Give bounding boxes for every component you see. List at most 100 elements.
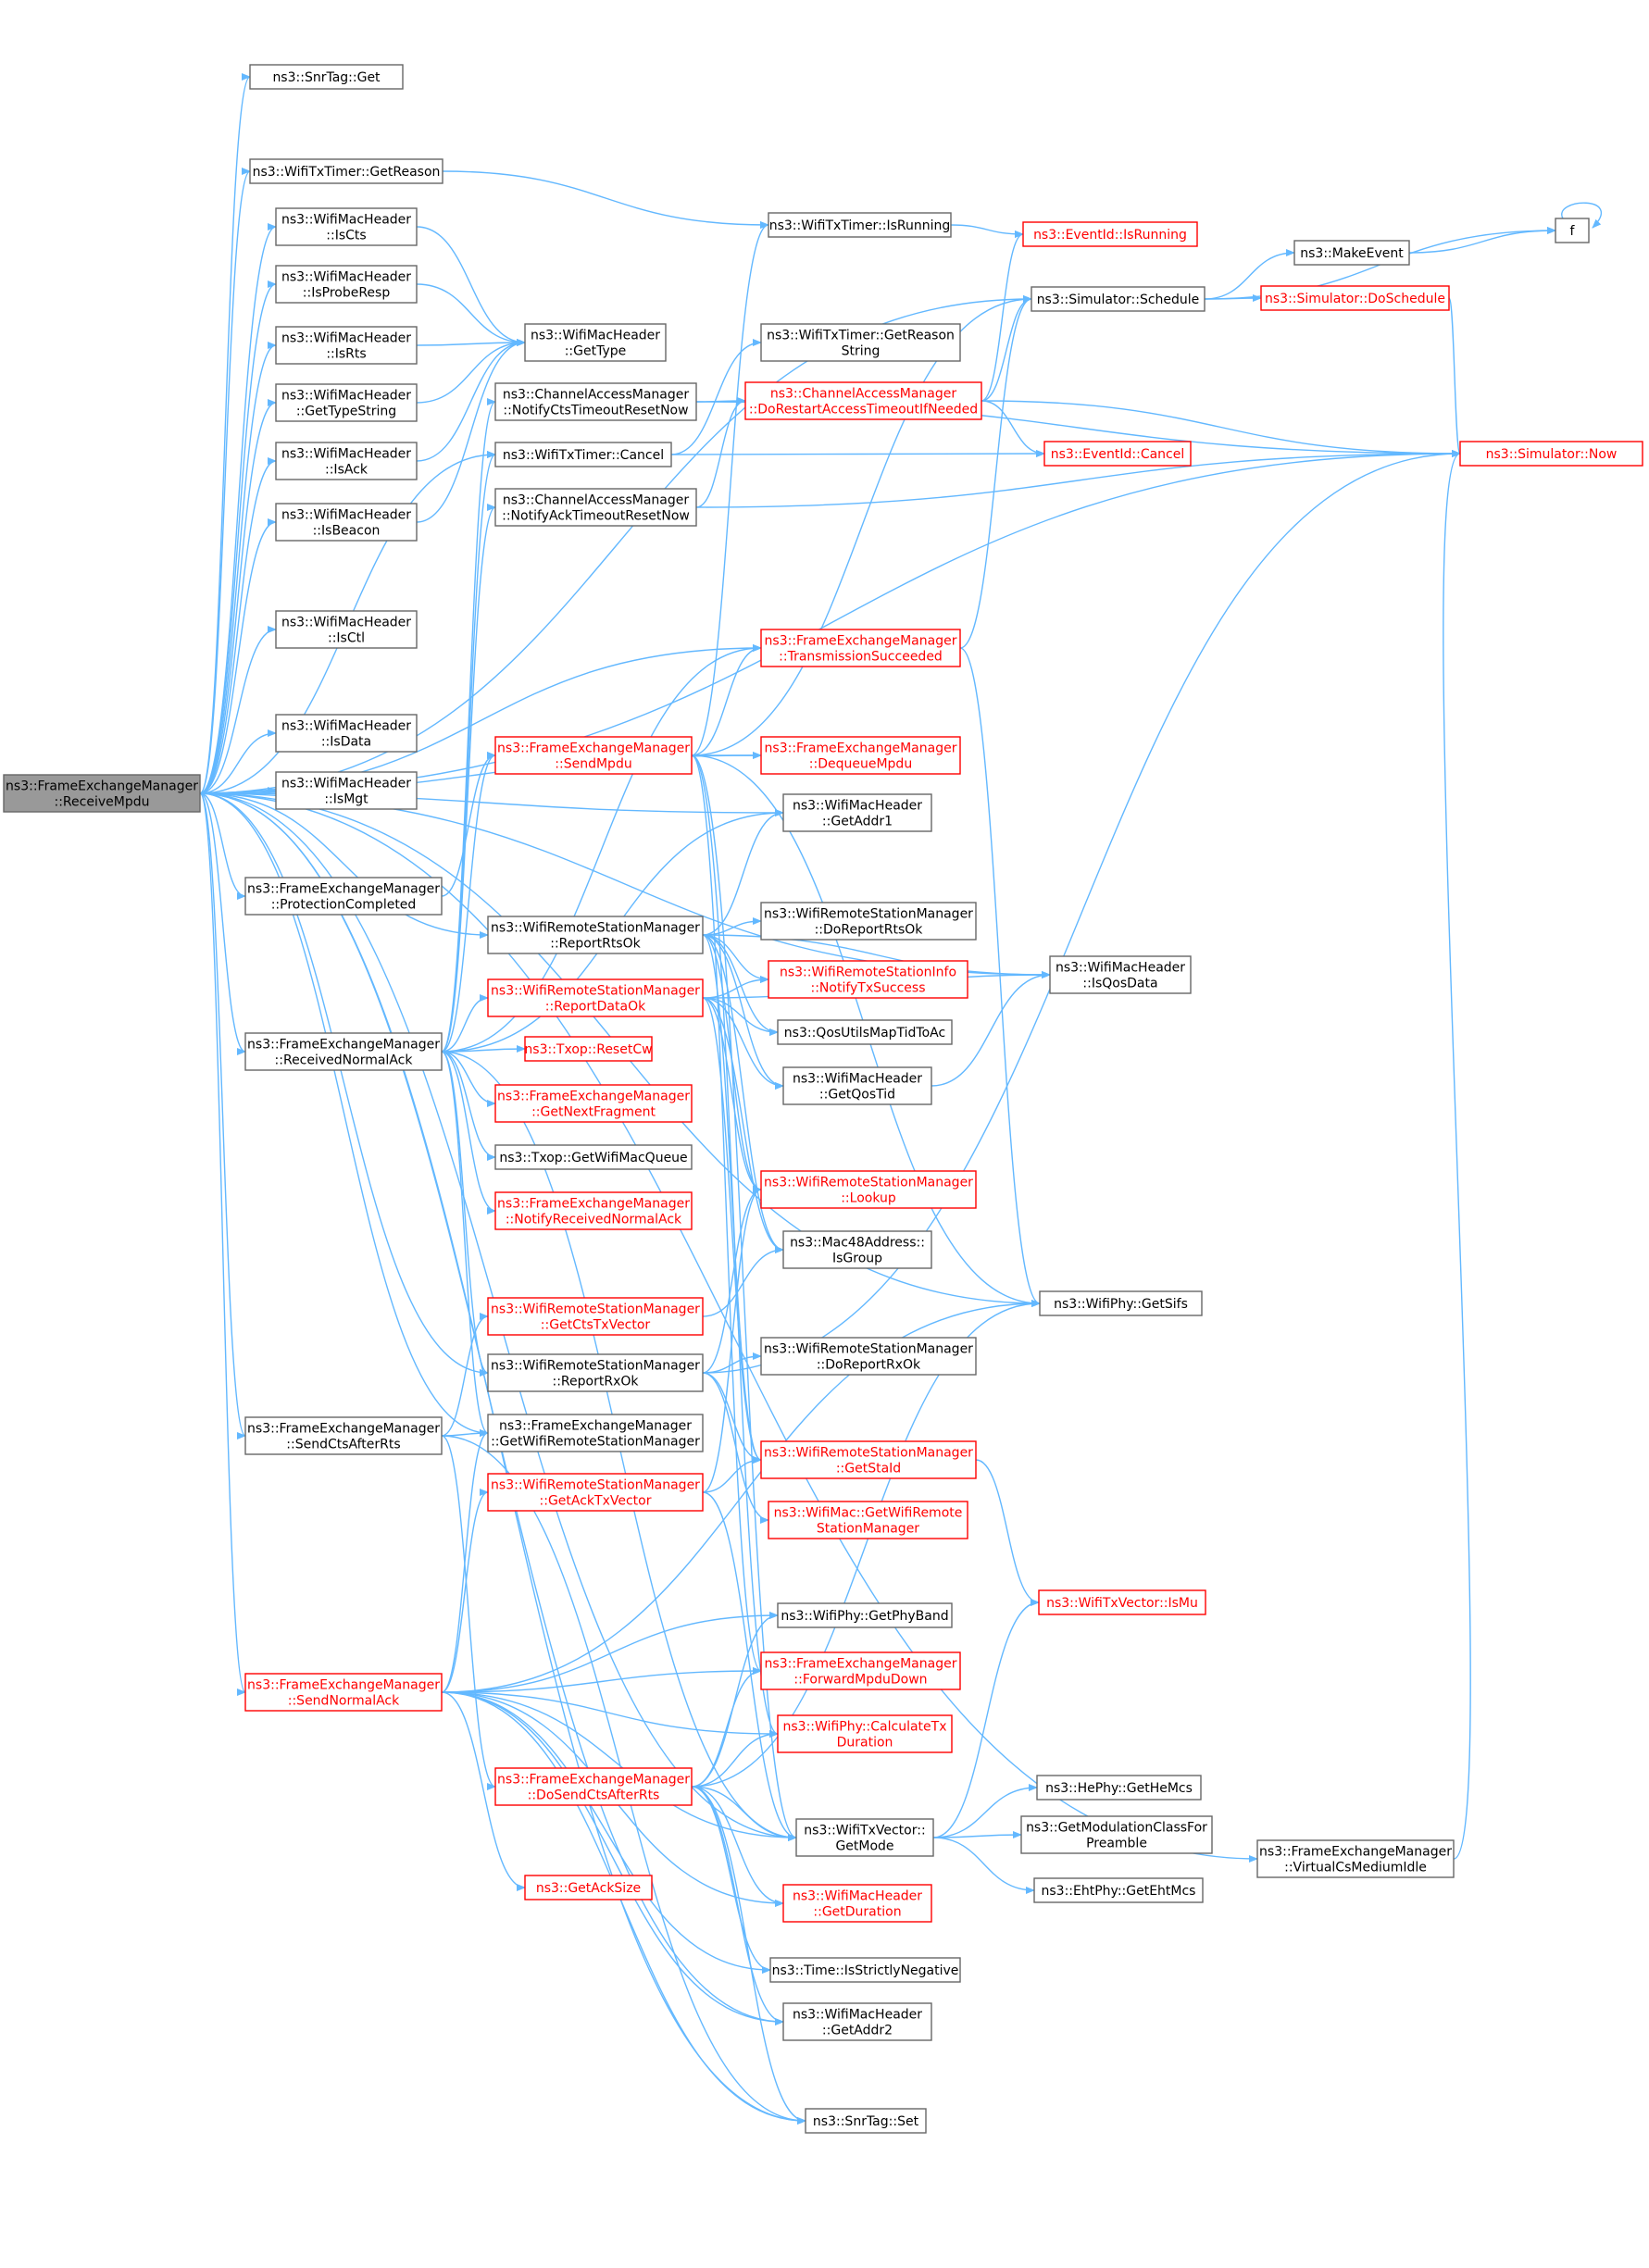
node-getTypeString[interactable]: ns3::WifiMacHeader::GetTypeString: [275, 383, 418, 422]
node-fwdMpduDown[interactable]: ns3::FrameExchangeManager::ForwardMpduDo…: [760, 1651, 961, 1690]
node-isCts[interactable]: ns3::WifiMacHeader::IsCts: [275, 207, 418, 246]
node-protCompleted[interactable]: ns3::FrameExchangeManager::ProtectionCom…: [244, 877, 443, 916]
edge-doSendCts-to-isStrictlyNeg: [691, 1786, 771, 1974]
node-root[interactable]: ns3::FrameExchangeManager::ReceiveMpdu: [3, 774, 201, 813]
node-label: ns3::FrameExchangeManager: [6, 779, 198, 794]
node-txtimer_cancel[interactable]: ns3::WifiTxTimer::Cancel: [494, 442, 672, 467]
node-isCtl[interactable]: ns3::WifiMacHeader::IsCtl: [275, 610, 418, 649]
node-snrtag_get[interactable]: ns3::SnrTag::Get: [249, 64, 404, 90]
node-vcsIdle[interactable]: ns3::FrameExchangeManager::VirtualCsMedi…: [1256, 1839, 1455, 1878]
node-box: [1033, 1877, 1204, 1903]
node-getAckTxVector[interactable]: ns3::WifiRemoteStationManager::GetAckTxV…: [487, 1473, 704, 1512]
node-label: ns3::WifiTxTimer::IsRunning: [769, 218, 951, 233]
node-label: ns3::FrameExchangeManager: [497, 1197, 690, 1212]
node-label: ns3::WifiRemoteStationManager: [491, 984, 700, 999]
node-txtimer_getreason[interactable]: ns3::WifiTxTimer::GetReason: [249, 158, 443, 184]
node-snrtag_set[interactable]: ns3::SnrTag::Set: [805, 2108, 927, 2134]
node-label: ns3::GetAckSize: [536, 1881, 641, 1896]
node-isData[interactable]: ns3::WifiMacHeader::IsData: [275, 714, 418, 753]
node-isQosData[interactable]: ns3::WifiMacHeader::IsQosData: [1049, 955, 1192, 994]
node-evIsRunning[interactable]: ns3::EventId::IsRunning: [1022, 221, 1198, 247]
node-isProbeResp[interactable]: ns3::WifiMacHeader::IsProbeResp: [275, 265, 418, 304]
node-reportDataOk[interactable]: ns3::WifiRemoteStationManager::ReportDat…: [487, 978, 704, 1017]
node-doReportRtsOk[interactable]: ns3::WifiRemoteStationManager::DoReportR…: [760, 902, 977, 941]
node-getHeMcs[interactable]: ns3::HePhy::GetHeMcs: [1036, 1775, 1202, 1801]
node-notifyTxSuccess[interactable]: ns3::WifiRemoteStationInfo::NotifyTxSucc…: [768, 960, 968, 999]
node-getWifiMacQueue[interactable]: ns3::Txop::GetWifiMacQueue: [494, 1144, 693, 1170]
node-notifyAck[interactable]: ns3::ChannelAccessManager::NotifyAckTime…: [494, 488, 697, 527]
node-resetCw[interactable]: ns3::Txop::ResetCw: [524, 1036, 653, 1062]
node-lookup[interactable]: ns3::WifiRemoteStationManager::Lookup: [760, 1170, 977, 1209]
node-label: ns3::WifiMacHeader: [281, 447, 411, 462]
node-label: ns3::WifiMacHeader: [281, 508, 411, 523]
node-notifyRecvNormalAck[interactable]: ns3::FrameExchangeManager::NotifyReceive…: [494, 1191, 693, 1230]
node-simSchedule[interactable]: ns3::Simulator::Schedule: [1031, 286, 1206, 312]
node-box: [487, 1297, 704, 1336]
node-getWrsmMac[interactable]: ns3::WifiMac::GetWifiRemoteStationManage…: [768, 1501, 968, 1539]
node-getCtsTxVector[interactable]: ns3::WifiRemoteStationManager::GetCtsTxV…: [487, 1297, 704, 1336]
edge-root-to-recvNormalAck: [199, 792, 246, 1055]
node-isMgt[interactable]: ns3::WifiMacHeader::IsMgt: [275, 771, 418, 810]
node-getEhtMcs[interactable]: ns3::EhtPhy::GetEhtMcs: [1033, 1877, 1204, 1903]
node-sendCtsAfterRts[interactable]: ns3::FrameExchangeManager::SendCtsAfterR…: [244, 1416, 443, 1455]
node-label: ns3::WifiMacHeader: [793, 1072, 922, 1087]
node-sendMpdu[interactable]: ns3::FrameExchangeManager::SendMpdu: [494, 736, 693, 775]
node-isAck[interactable]: ns3::WifiMacHeader::IsAck: [275, 442, 418, 480]
node-getWrsm[interactable]: ns3::FrameExchangeManager::GetWifiRemote…: [487, 1414, 704, 1452]
node-isRunning[interactable]: ns3::WifiTxTimer::IsRunning: [768, 212, 952, 238]
node-simNow[interactable]: ns3::Simulator::Now: [1459, 441, 1643, 467]
node-label: ns3::WifiMacHeader: [281, 331, 411, 346]
node-f[interactable]: f: [1555, 218, 1590, 243]
node-getType[interactable]: ns3::WifiMacHeader::GetType: [524, 323, 667, 362]
node-getSifs[interactable]: ns3::WifiPhy::GetSifs: [1039, 1290, 1203, 1316]
node-getAddr1[interactable]: ns3::WifiMacHeader::GetAddr1: [782, 793, 932, 832]
node-isStrictlyNeg[interactable]: ns3::Time::IsStrictlyNegative: [769, 1957, 961, 1983]
node-notifyCts[interactable]: ns3::ChannelAccessManager::NotifyCtsTime…: [494, 382, 697, 421]
edge-root-to-sendNormalAck: [199, 792, 246, 1696]
node-doRestart[interactable]: ns3::ChannelAccessManager::DoRestartAcce…: [744, 381, 982, 420]
node-txSucceeded[interactable]: ns3::FrameExchangeManager::TransmissionS…: [760, 629, 961, 667]
node-qosMapTid[interactable]: ns3::QosUtilsMapTidToAc: [777, 1019, 953, 1045]
node-label: ns3::WifiPhy::GetSifs: [1054, 1297, 1188, 1312]
node-makeEvent[interactable]: ns3::MakeEvent: [1293, 240, 1410, 266]
node-box: [275, 265, 418, 304]
node-reportRtsOk[interactable]: ns3::WifiRemoteStationManager::ReportRts…: [487, 916, 704, 954]
node-isGroup[interactable]: ns3::Mac48Address::IsGroup: [782, 1230, 932, 1269]
node-isMu[interactable]: ns3::WifiTxVector::IsMu: [1038, 1589, 1206, 1615]
edge-getAckTxVector-to-getStaId: [702, 1456, 762, 1493]
node-label: ns3::WifiMacHeader: [281, 270, 411, 285]
node-getNextFragment[interactable]: ns3::FrameExchangeManager::GetNextFragme…: [494, 1084, 693, 1123]
node-getQosTid[interactable]: ns3::WifiMacHeader::GetQosTid: [782, 1066, 932, 1105]
node-label: ns3::FrameExchangeManager: [497, 1773, 690, 1788]
node-label: ns3::WifiPhy::GetPhyBand: [781, 1609, 948, 1624]
node-label: ::NotifyAckTimeoutResetNow: [502, 509, 690, 524]
node-getAddr2[interactable]: ns3::WifiMacHeader::GetAddr2: [782, 2002, 932, 2041]
node-getAckSize[interactable]: ns3::GetAckSize: [524, 1875, 653, 1900]
node-reportRxOk[interactable]: ns3::WifiRemoteStationManager::ReportRxO…: [487, 1353, 704, 1392]
node-box: [1459, 441, 1643, 467]
node-getStaId[interactable]: ns3::WifiRemoteStationManager::GetStaId: [760, 1440, 977, 1479]
node-dequeueMpdu[interactable]: ns3::FrameExchangeManager::DequeueMpdu: [760, 736, 961, 775]
node-doSendCts[interactable]: ns3::FrameExchangeManager::DoSendCtsAfte…: [494, 1767, 693, 1806]
edge-isRts-to-getType: [416, 339, 526, 347]
node-label: ::ReportRtsOk: [550, 937, 641, 952]
node-evCancel[interactable]: ns3::EventId::Cancel: [1043, 441, 1192, 467]
node-isBeacon[interactable]: ns3::WifiMacHeader::IsBeacon: [275, 503, 418, 542]
node-box: [777, 1019, 953, 1045]
node-label: GetMode: [835, 1839, 893, 1854]
node-getDuration[interactable]: ns3::WifiMacHeader::GetDuration: [782, 1884, 932, 1923]
node-getPhyBand[interactable]: ns3::WifiPhy::GetPhyBand: [777, 1602, 953, 1628]
node-recvNormalAck[interactable]: ns3::FrameExchangeManager::ReceivedNorma…: [244, 1032, 443, 1071]
edge-reportRxOk-to-getStaId: [702, 1372, 762, 1464]
node-getMode[interactable]: ns3::WifiTxVector::GetMode: [795, 1818, 934, 1857]
node-sendNormalAck[interactable]: ns3::FrameExchangeManager::SendNormalAck: [244, 1673, 443, 1712]
edge-getMode-to-getModClass: [932, 1831, 1022, 1839]
node-label: ::GetWifiRemoteStationManager: [491, 1435, 700, 1450]
node-doSchedule[interactable]: ns3::Simulator::DoSchedule: [1260, 285, 1450, 311]
node-isRts[interactable]: ns3::WifiMacHeader::IsRts: [275, 326, 418, 365]
edge-reportRxOk-to-simNow: [702, 450, 1461, 1374]
node-doReportRxOk[interactable]: ns3::WifiRemoteStationManager::DoReportR…: [760, 1337, 977, 1376]
